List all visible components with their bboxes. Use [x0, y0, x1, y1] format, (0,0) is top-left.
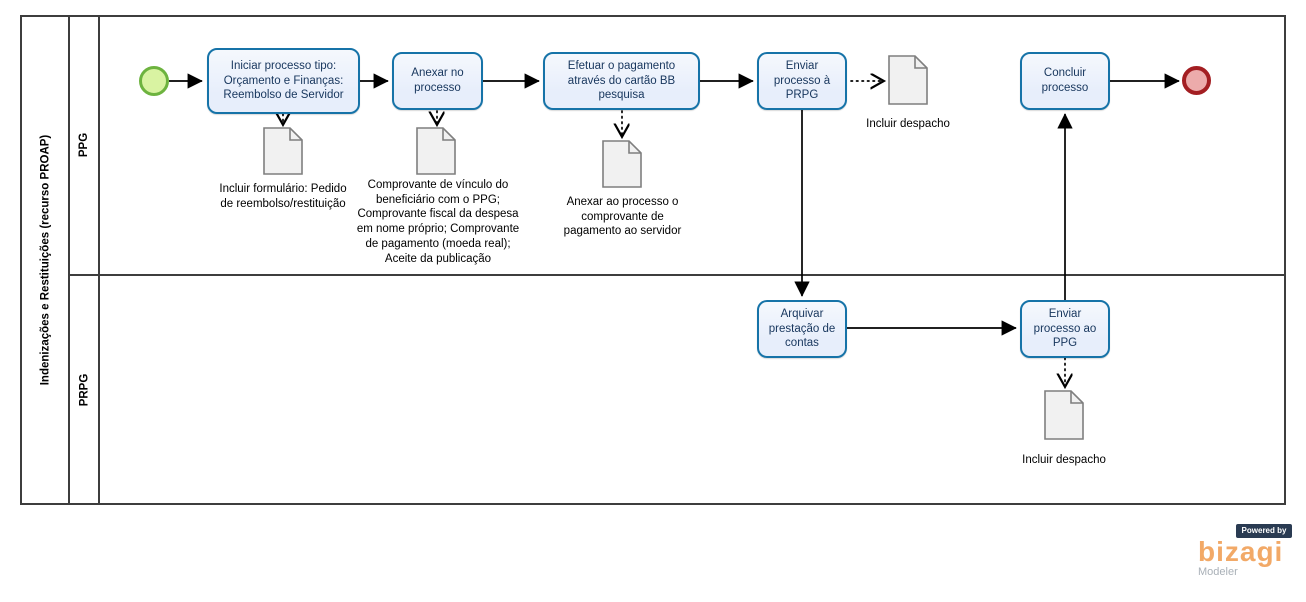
document-icon-comprovante-pagamento[interactable] [602, 140, 642, 193]
document-icon-formulario[interactable] [263, 127, 303, 180]
bizagi-logo[interactable]: Powered by bizagi Modeler [1198, 524, 1298, 578]
document-icon-despacho-prpg[interactable] [888, 55, 928, 110]
powered-by-badge: Powered by [1236, 524, 1292, 538]
document-label-comprovantes: Comprovante de vínculo do beneficiário c… [356, 179, 520, 265]
lane-divider [68, 274, 1286, 276]
document-icon-comprovantes[interactable] [416, 127, 456, 180]
document-icon-despacho-ppg[interactable] [1044, 390, 1084, 445]
end-event[interactable] [1182, 66, 1211, 95]
task-label: Enviar processo ao PPG [1033, 307, 1097, 350]
pool-header: Indenizações e Restituições (recurso PRO… [20, 15, 70, 505]
task-label: Anexar no processo [411, 67, 464, 94]
task-enviar-processo-ppg[interactable]: Enviar processo ao PPG [1020, 300, 1110, 358]
task-enviar-processo-prpg[interactable]: Enviar processo à PRPG [757, 52, 847, 110]
task-anexar-no-processo[interactable]: Anexar no processo [392, 52, 483, 110]
lane-name-column [68, 15, 100, 505]
document-label-despacho-ppg: Incluir despacho [1022, 454, 1106, 466]
document-label-comprovante-pagamento: Anexar ao processo o comprovante de paga… [563, 196, 682, 238]
task-efetuar-pagamento[interactable]: Efetuar o pagamento através do cartão BB… [543, 52, 700, 110]
task-iniciar-processo[interactable]: Iniciar processo tipo: Orçamento e Finan… [207, 48, 360, 114]
bizagi-product-text: Modeler [1198, 565, 1238, 578]
task-label: Iniciar processo tipo: Orçamento e Finan… [223, 59, 344, 102]
document-label-formulario: Incluir formulário: Pedido de reembolso/… [219, 183, 347, 210]
bizagi-logo-text: bizagi [1198, 536, 1284, 567]
task-label: Concluir processo [1041, 67, 1089, 94]
task-arquivar-prestacao[interactable]: Arquivar prestação de contas [757, 300, 847, 358]
task-label: Arquivar prestação de contas [768, 307, 836, 350]
start-event[interactable] [139, 66, 169, 96]
task-label: Efetuar o pagamento através do cartão BB… [567, 59, 676, 102]
document-label-despacho-prpg: Incluir despacho [866, 118, 950, 130]
task-label: Enviar processo à PRPG [773, 59, 831, 102]
task-concluir-processo[interactable]: Concluir processo [1020, 52, 1110, 110]
